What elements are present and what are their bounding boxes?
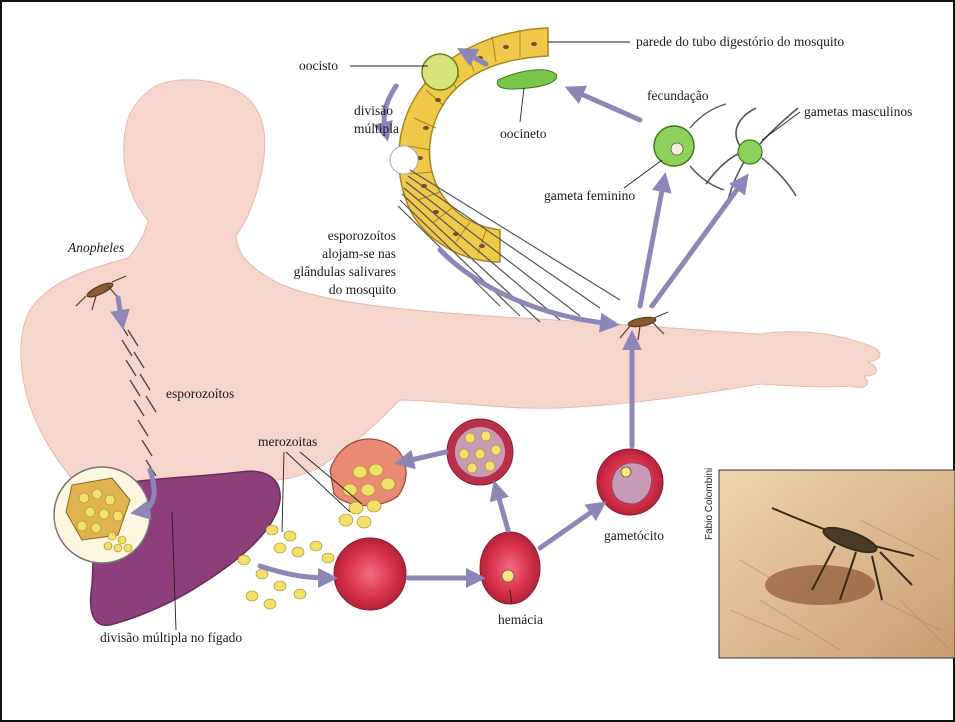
label-esporozoitos: esporozoítos — [166, 386, 234, 401]
label-fecundacao: fecundação — [647, 88, 709, 103]
rbc-gametocyte — [597, 449, 663, 515]
rbc-infected-merozoite — [334, 538, 406, 610]
female-gamete — [654, 126, 694, 166]
label-divisao-2: múltipla — [354, 121, 399, 136]
label-parede: parede do tubo digestório do mosquito — [636, 34, 844, 49]
rbc-schizont — [447, 419, 513, 485]
photo-credit: Fabio Colombini — [704, 468, 715, 540]
label-divisao-figado: divisão múltipla no fígado — [100, 630, 242, 645]
liver-cell-closeup — [54, 467, 150, 563]
label-esp-3: glândulas salivares — [294, 264, 396, 279]
label-esp-4: do mosquito — [329, 282, 396, 297]
label-hemacia: hemácia — [498, 612, 543, 627]
label-esp-2: alojam-se nas — [322, 246, 396, 261]
oocyst — [422, 54, 458, 90]
label-oocineto: oocineto — [500, 126, 547, 141]
label-gameta-feminino: gameta feminino — [544, 188, 635, 203]
label-anopheles: Anopheles — [67, 240, 124, 255]
male-gametes — [690, 104, 798, 200]
rbc-trophozoite — [480, 532, 540, 604]
label-gametocito: gametócito — [604, 528, 664, 543]
mosquito-gut-wall — [390, 28, 620, 322]
label-divisao-1: divisão — [354, 103, 393, 118]
mosquito-photo: Fabio Colombini — [704, 468, 955, 658]
label-oocisto: oocisto — [299, 58, 338, 73]
label-gametas-masculinos: gametas masculinos — [804, 104, 912, 119]
label-merozoitas: merozoitas — [258, 434, 317, 449]
label-esp-1: esporozoítos — [328, 228, 396, 243]
rupturing-cell — [330, 439, 406, 528]
